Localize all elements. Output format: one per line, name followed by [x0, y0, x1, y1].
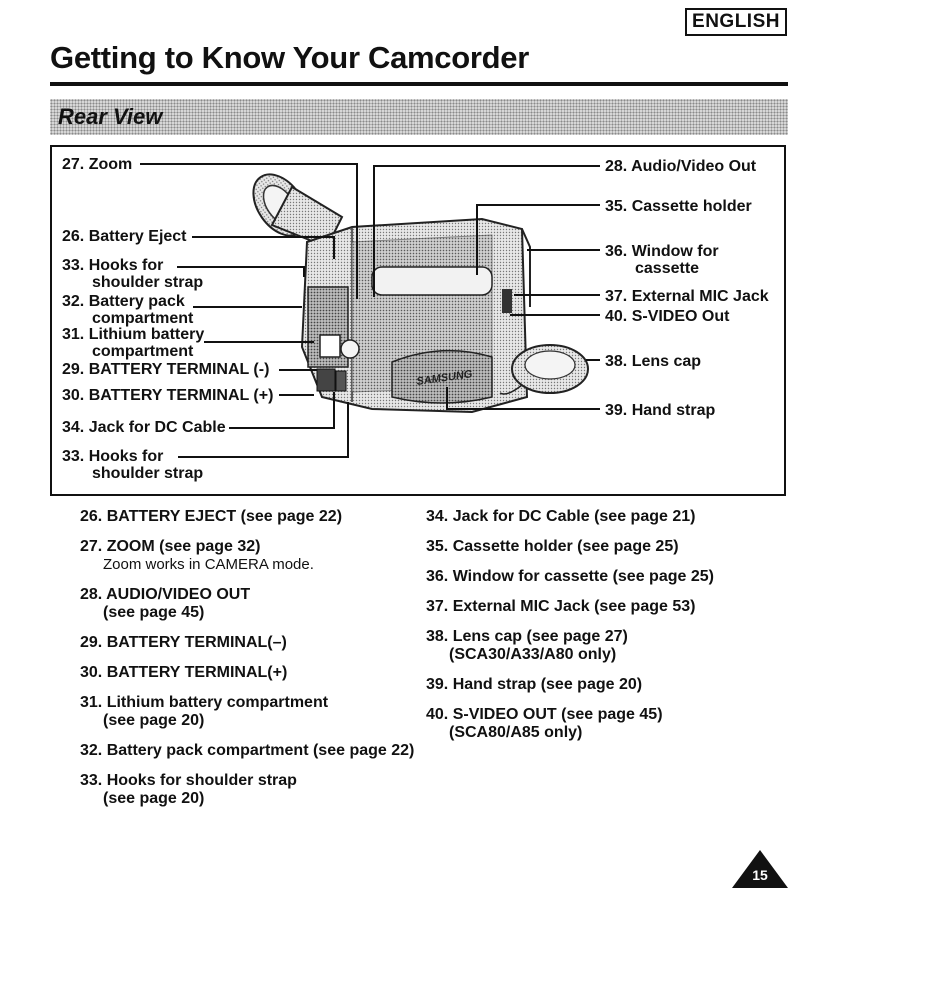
label-sub: shoulder strap: [92, 274, 204, 291]
label-battery-terminal-minus: 29. BATTERY TERMINAL (-): [62, 361, 269, 378]
item-cont: (see page 45): [103, 604, 205, 621]
list-item: 27. ZOOM (see page 32)Zoom works in CAME…: [80, 538, 460, 574]
label-sub: shoulder strap: [92, 465, 204, 482]
item-text: 39. Hand strap (see page 20): [426, 676, 643, 693]
viewfinder-eyecup: [252, 173, 344, 249]
label-zoom: 27. Zoom: [62, 156, 132, 173]
list-item: 35. Cassette holder (see page 25): [426, 538, 806, 556]
item-cont: (see page 20): [103, 712, 205, 729]
leader-lines-right: [373, 165, 600, 410]
label-audio-video-out: 28. Audio/Video Out: [605, 158, 756, 175]
label-text: 29. BATTERY TERMINAL (-): [62, 361, 270, 378]
label-text: 36. Window for: [605, 243, 719, 260]
item-text: 32. Battery pack compartment (see page 2…: [80, 742, 415, 759]
label-text: 34. Jack for DC Cable: [62, 419, 226, 436]
description-list-right: 34. Jack for DC Cable (see page 21) 35. …: [426, 508, 806, 754]
label-text: 28. Audio/Video Out: [605, 158, 757, 175]
label-text: 33. Hooks for: [62, 257, 164, 274]
list-item: 37. External MIC Jack (see page 53): [426, 598, 806, 616]
item-text: 33. Hooks for shoulder strap: [80, 772, 297, 789]
page-title: Getting to Know Your Camcorder: [50, 40, 529, 75]
page-number: 15: [752, 867, 768, 883]
description-list-left: 26. BATTERY EJECT (see page 22) 27. ZOOM…: [80, 508, 460, 820]
label-dc-jack: 34. Jack for DC Cable: [62, 419, 226, 436]
item-text: 36. Window for cassette (see page 25): [426, 568, 714, 585]
label-text: 27. Zoom: [62, 156, 133, 173]
label-text: 37. External MIC Jack: [605, 288, 769, 305]
label-text: 32. Battery pack: [62, 293, 185, 310]
item-text: 40. S-VIDEO OUT (see page 45): [426, 706, 663, 723]
label-cassette-holder: 35. Cassette holder: [605, 198, 752, 215]
label-external-mic: 37. External MIC Jack: [605, 288, 769, 305]
list-item: 36. Window for cassette (see page 25): [426, 568, 806, 586]
list-item: 33. Hooks for shoulder strap(see page 20…: [80, 772, 460, 808]
section-band: Rear View: [50, 99, 788, 135]
label-text: 31. Lithium battery: [62, 326, 205, 343]
rear-view-diagram: SAMSUNG 27. Zoom 26. Battery Eject 33. H…: [50, 145, 786, 496]
label-hand-strap: 39. Hand strap: [605, 402, 715, 419]
label-battery-terminal-plus: 30. BATTERY TERMINAL (+): [62, 387, 273, 404]
title-rule: [50, 82, 788, 86]
lens-cap: [499, 344, 589, 395]
item-text: 26. BATTERY EJECT (see page 22): [80, 508, 343, 525]
item-text: 28. AUDIO/VIDEO OUT: [80, 586, 251, 603]
item-text: 29. BATTERY TERMINAL(–): [80, 634, 287, 651]
camcorder-body: [300, 217, 531, 414]
label-text: 33. Hooks for: [62, 448, 164, 465]
item-text: 38. Lens cap (see page 27): [426, 628, 628, 645]
item-text: 34. Jack for DC Cable (see page 21): [426, 508, 696, 525]
item-text: 35. Cassette holder (see page 25): [426, 538, 679, 555]
item-text: 31. Lithium battery compartment: [80, 694, 329, 711]
list-item: 30. BATTERY TERMINAL(+): [80, 664, 460, 682]
label-text: 30. BATTERY TERMINAL (+): [62, 387, 274, 404]
label-text: 40. S-VIDEO Out: [605, 308, 730, 325]
label-lens-cap: 38. Lens cap: [605, 353, 701, 370]
label-sub: compartment: [92, 343, 194, 360]
label-text: 38. Lens cap: [605, 353, 702, 370]
list-item: 26. BATTERY EJECT (see page 22): [80, 508, 460, 526]
list-item: 28. AUDIO/VIDEO OUT(see page 45): [80, 586, 460, 622]
list-item: 29. BATTERY TERMINAL(–): [80, 634, 460, 652]
item-cont: (SCA80/A85 only): [449, 724, 583, 741]
list-item: 32. Battery pack compartment (see page 2…: [80, 742, 460, 760]
language-tag: ENGLISH: [685, 8, 787, 36]
list-item: 31. Lithium battery compartment(see page…: [80, 694, 460, 730]
label-s-video-out: 40. S-VIDEO Out: [605, 308, 729, 325]
label-sub: cassette: [635, 260, 700, 277]
item-cont: (SCA30/A33/A80 only): [449, 646, 617, 663]
list-item: 40. S-VIDEO OUT (see page 45)(SCA80/A85 …: [426, 706, 806, 742]
label-sub: compartment: [92, 310, 194, 327]
list-item: 34. Jack for DC Cable (see page 21): [426, 508, 806, 526]
label-text: 39. Hand strap: [605, 402, 716, 419]
page-number-badge: 15: [730, 848, 790, 890]
triangle-icon: [732, 850, 788, 888]
item-cont: (see page 20): [103, 790, 205, 807]
label-text: 35. Cassette holder: [605, 198, 752, 215]
item-note: Zoom works in CAMERA mode.: [103, 556, 314, 573]
camcorder-illustration: SAMSUNG: [140, 163, 600, 458]
leader-lines-left: [140, 163, 358, 458]
section-title: Rear View: [58, 104, 163, 129]
item-text: 37. External MIC Jack (see page 53): [426, 598, 696, 615]
list-item: 39. Hand strap (see page 20): [426, 676, 806, 694]
label-battery-eject: 26. Battery Eject: [62, 228, 187, 245]
item-text: 30. BATTERY TERMINAL(+): [80, 664, 288, 681]
item-text: 27. ZOOM (see page 32): [80, 538, 261, 555]
list-item: 38. Lens cap (see page 27)(SCA30/A33/A80…: [426, 628, 806, 664]
label-text: 26. Battery Eject: [62, 228, 187, 245]
